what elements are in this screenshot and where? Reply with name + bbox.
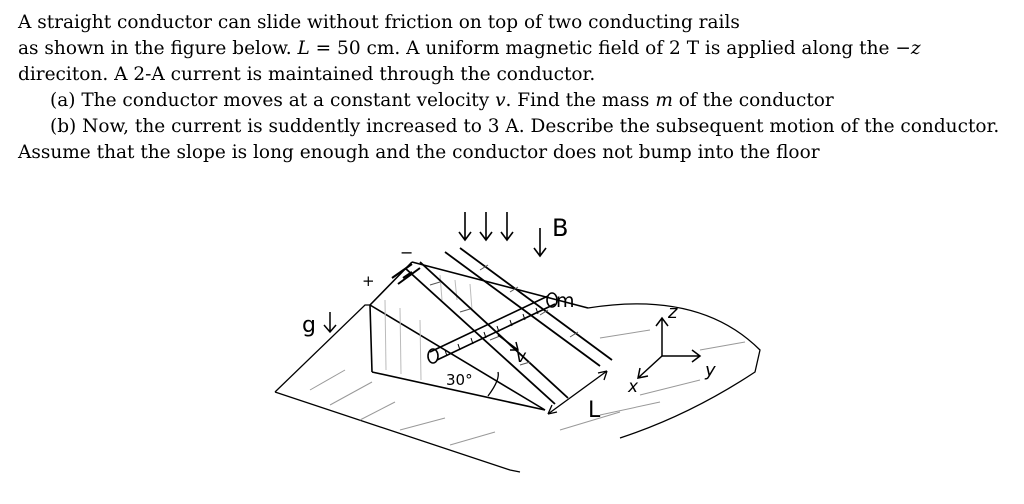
mass-label: m bbox=[556, 290, 575, 312]
incline-wedge bbox=[369, 261, 589, 411]
problem-line-2: as shown in the figure below. L = 50 cm.… bbox=[18, 36, 1008, 62]
part-b: (b) Now, the current is suddently increa… bbox=[50, 116, 1000, 137]
incline-shading bbox=[384, 274, 473, 381]
magnetic-field-arrows bbox=[458, 212, 547, 258]
velocity-symbol: v bbox=[495, 90, 506, 111]
velocity-label: v bbox=[516, 347, 527, 367]
coordinate-axes bbox=[637, 316, 702, 379]
angle-arc bbox=[487, 371, 499, 397]
battery-minus-label: − bbox=[400, 243, 413, 262]
axis-x-label: x bbox=[627, 377, 639, 397]
axis-y-label: y bbox=[704, 360, 716, 381]
problem-line-1: A straight conductor can slide without f… bbox=[18, 12, 740, 33]
part-a-text-3: of the conductor bbox=[672, 90, 834, 111]
velocity-arrow bbox=[497, 334, 519, 351]
part-a-text-1: (a) The conductor moves at a constant ve… bbox=[50, 90, 496, 111]
angle-label: 30° bbox=[446, 371, 473, 389]
mass-symbol: m bbox=[655, 90, 673, 111]
length-label: L bbox=[588, 398, 601, 423]
battery-plus-label: + bbox=[362, 272, 375, 290]
z-symbol: z bbox=[910, 38, 921, 59]
gravity-label: g bbox=[302, 313, 316, 338]
part-a-text-2: . Find the mass bbox=[505, 90, 656, 111]
axis-z-label: z bbox=[667, 302, 678, 323]
problem-last-line: Assume that the slope is long enough and… bbox=[18, 142, 820, 163]
part-a: (a) The conductor moves at a constant ve… bbox=[18, 88, 1008, 114]
problem-line-2-text-a: as shown in the figure below. bbox=[18, 38, 298, 59]
problem-line-3: direciton. A 2-A current is maintained t… bbox=[18, 64, 596, 85]
magnetic-field-label: B bbox=[552, 214, 568, 242]
problem-line-2-text-b: = 50 cm. A uniform magnetic field of 2 T… bbox=[309, 38, 911, 59]
floor-plane bbox=[274, 303, 761, 473]
length-symbol: L bbox=[297, 38, 310, 59]
conductor-rod bbox=[427, 292, 558, 364]
rail-hatching bbox=[429, 264, 579, 366]
battery-symbol bbox=[391, 263, 421, 285]
length-dimension-arrow bbox=[547, 370, 608, 415]
floor-hatching bbox=[309, 329, 746, 446]
problem-statement: A straight conductor can slide without f… bbox=[18, 10, 1008, 166]
gravity-arrow bbox=[323, 312, 337, 334]
